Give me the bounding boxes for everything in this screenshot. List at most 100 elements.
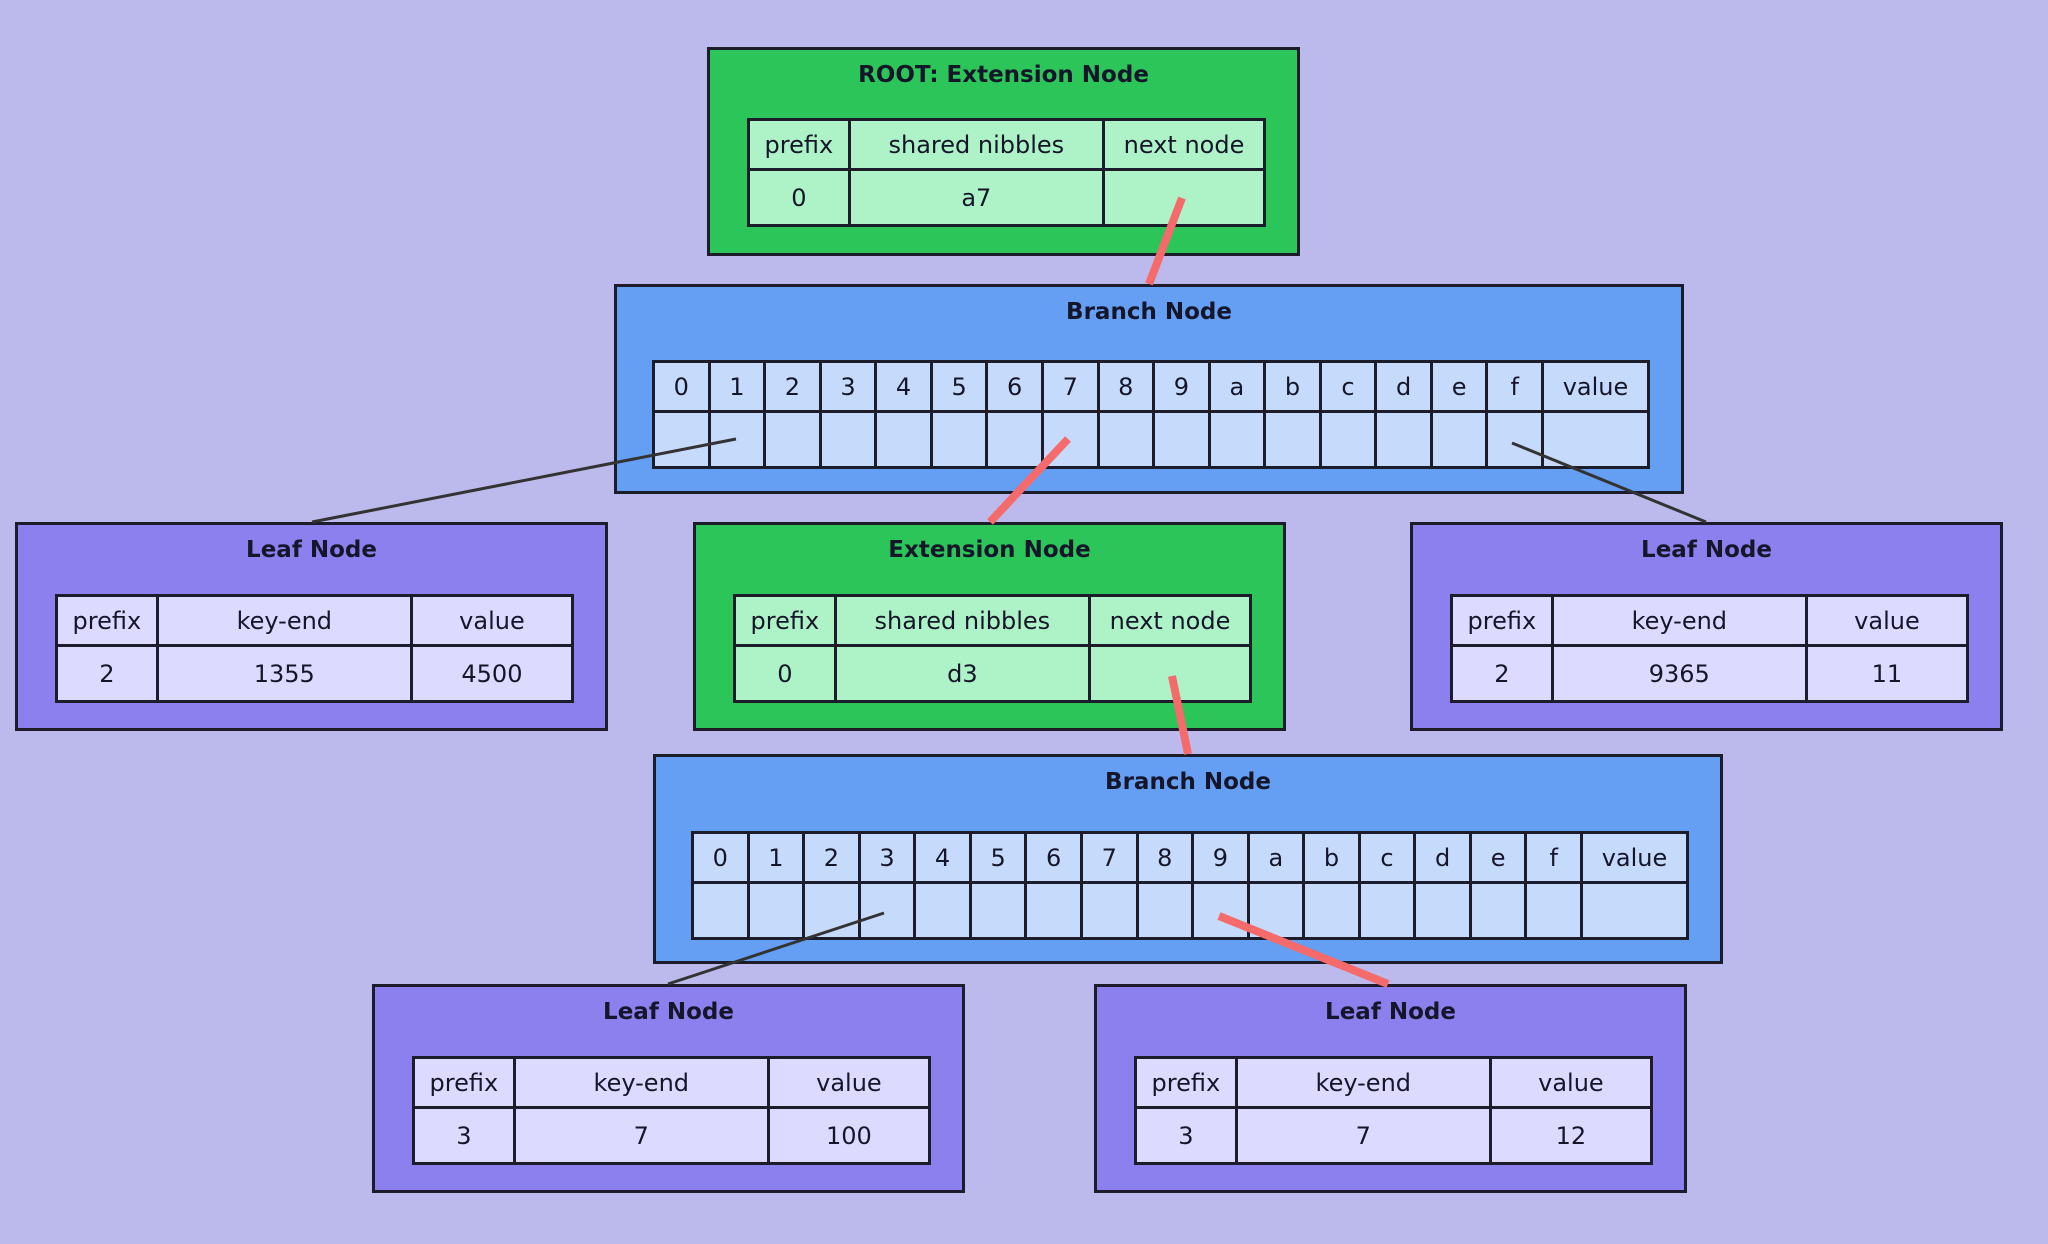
value-cell: 11 <box>1804 644 1970 703</box>
branch-slot-cell <box>968 881 1028 940</box>
branch-slot-cell <box>818 410 878 469</box>
branch-slot-cell <box>1429 410 1489 469</box>
leaf-node-left: Leaf Node prefix key-end value 2 1355 45… <box>15 522 608 731</box>
branch-slot-cell <box>746 881 806 940</box>
branch-slot-cell <box>1096 410 1156 469</box>
branch-slot-cell <box>1318 410 1378 469</box>
leaf-node-bottom-right: Leaf Node prefix key-end value 3 7 12 <box>1094 984 1687 1193</box>
node-fields-table: prefix key-end value 2 9365 11 <box>1450 594 1970 703</box>
branch-slot-cell <box>1374 410 1433 469</box>
branch-slot-header: 3 <box>818 360 878 413</box>
leaf-node-bottom-left: Leaf Node prefix key-end value 3 7 100 <box>372 984 965 1193</box>
value-cell: 0 <box>733 644 837 703</box>
branch-slot-header: f <box>1524 831 1583 884</box>
node-title: ROOT: Extension Node <box>858 62 1149 88</box>
branch-slot-cell <box>1207 410 1267 469</box>
node-fields-table: prefix key-end value 3 7 12 <box>1134 1056 1654 1165</box>
branch-slot-cell <box>1540 410 1651 469</box>
header-cell: key-end <box>1234 1056 1492 1109</box>
header-cell: prefix <box>55 594 159 647</box>
header-cell: next node <box>1087 594 1253 647</box>
value-cell: a7 <box>847 168 1105 227</box>
value-cell: 100 <box>766 1106 932 1165</box>
value-cell: 2 <box>1450 644 1554 703</box>
branch-slot-header: 1 <box>707 360 767 413</box>
branch-slot-header: 9 <box>1152 360 1211 413</box>
node-fields-table: prefix key-end value 2 1355 4500 <box>55 594 575 703</box>
header-cell: prefix <box>1450 594 1554 647</box>
header-cell: prefix <box>747 118 851 171</box>
branch-slot-header: 7 <box>1040 360 1100 413</box>
branch-slot-header: b <box>1302 831 1361 884</box>
branch-slot-header: 6 <box>985 360 1044 413</box>
branch-slot-header: b <box>1263 360 1322 413</box>
branch-slot-cell <box>985 410 1044 469</box>
header-cell: value <box>766 1056 932 1109</box>
header-cell: value <box>1804 594 1970 647</box>
branch-slot-header: 8 <box>1135 831 1195 884</box>
branch-slot-header: value <box>1540 360 1651 413</box>
branch-slot-cell <box>1191 881 1250 940</box>
branch-slot-header: 2 <box>763 360 822 413</box>
branch-slot-cell <box>707 410 767 469</box>
branch-slot-cell <box>1524 881 1583 940</box>
branch-slot-cell <box>1246 881 1306 940</box>
branch-slot-header: a <box>1246 831 1306 884</box>
branch-slot-header: e <box>1429 360 1489 413</box>
branch-slot-header: 1 <box>746 831 806 884</box>
branch-slot-header: d <box>1374 360 1433 413</box>
node-title: Branch Node <box>1105 769 1271 795</box>
branch-slot-header: 6 <box>1024 831 1083 884</box>
value-cell: 2 <box>55 644 159 703</box>
branch-slot-cell <box>1024 881 1083 940</box>
node-title: Leaf Node <box>246 537 377 563</box>
value-cell: 9365 <box>1550 644 1808 703</box>
value-cell: 3 <box>412 1106 516 1165</box>
branch-slot-cell <box>1413 881 1472 940</box>
header-cell: prefix <box>733 594 837 647</box>
value-cell: 4500 <box>409 644 575 703</box>
branch-slot-header: 4 <box>913 831 972 884</box>
branch-slot-cell <box>802 881 861 940</box>
branch-slot-header: e <box>1468 831 1528 884</box>
header-cell: value <box>409 594 575 647</box>
header-cell: key-end <box>512 1056 770 1109</box>
value-cell: d3 <box>833 644 1091 703</box>
branch-slot-cell <box>874 410 933 469</box>
root-extension-node: ROOT: Extension Node prefix shared nibbl… <box>707 47 1300 256</box>
value-cell: 3 <box>1134 1106 1238 1165</box>
branch-slot-cell <box>1152 410 1211 469</box>
branch-slot-header: c <box>1318 360 1378 413</box>
node-fields-table: prefix shared nibbles next node 0 d3 <box>733 594 1253 703</box>
branch-slot-cell <box>1263 410 1322 469</box>
header-cell: value <box>1488 1056 1654 1109</box>
branch-slot-header: a <box>1207 360 1267 413</box>
header-cell: key-end <box>155 594 413 647</box>
value-cell: 7 <box>512 1106 770 1165</box>
branch-slot-header: d <box>1413 831 1472 884</box>
branch-slot-header: c <box>1357 831 1417 884</box>
value-cell <box>1087 644 1253 703</box>
branch-slot-cell <box>1302 881 1361 940</box>
header-cell: key-end <box>1550 594 1808 647</box>
node-title: Leaf Node <box>1641 537 1772 563</box>
branch-slot-header: 5 <box>929 360 989 413</box>
branch-slot-header: 3 <box>857 831 917 884</box>
branch-slot-header: 0 <box>652 360 711 413</box>
branch-slot-cell <box>1040 410 1100 469</box>
node-fields-table: prefix shared nibbles next node 0 a7 <box>747 118 1267 227</box>
branch-slot-cell <box>1485 410 1544 469</box>
header-cell: next node <box>1101 118 1267 171</box>
value-cell: 12 <box>1488 1106 1654 1165</box>
header-cell: prefix <box>1134 1056 1238 1109</box>
node-title: Leaf Node <box>1325 999 1456 1025</box>
value-cell <box>1101 168 1267 227</box>
branch-slot-header: 4 <box>874 360 933 413</box>
branch-slot-cell <box>1135 881 1195 940</box>
header-cell: shared nibbles <box>847 118 1105 171</box>
branch-slot-cell <box>1579 881 1690 940</box>
header-cell: prefix <box>412 1056 516 1109</box>
